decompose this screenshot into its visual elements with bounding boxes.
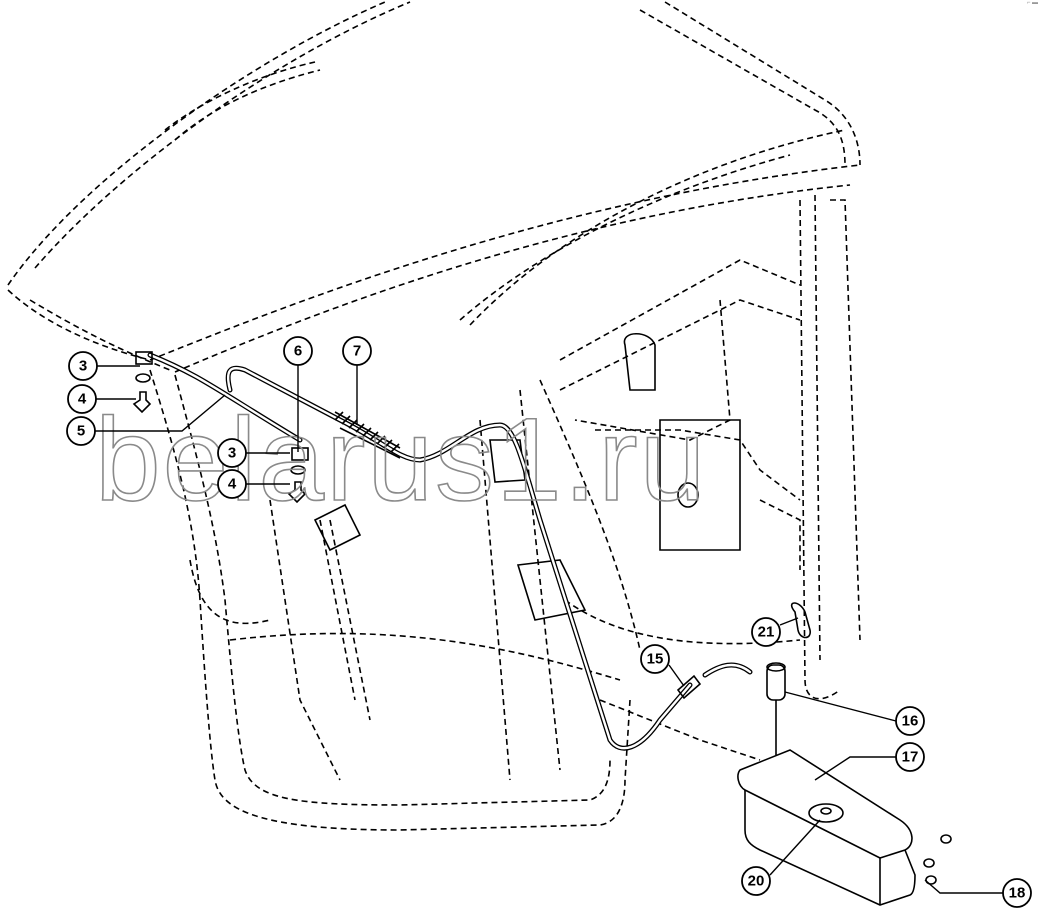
callout-15[interactable]: 15: [640, 644, 670, 674]
leader-lines: [95, 365, 1003, 894]
svg-text:4: 4: [228, 476, 237, 493]
svg-text:6: 6: [294, 343, 302, 360]
callout-3-second[interactable]: 3: [217, 438, 247, 468]
svg-text:4: 4: [78, 391, 87, 408]
nozzle-left: [132, 351, 153, 414]
callout-5[interactable]: 5: [66, 416, 96, 446]
check-valve: [676, 674, 702, 700]
watermark: belarus1.ru: [95, 394, 707, 526]
callout-7[interactable]: 7: [342, 336, 372, 366]
hose-clamp: [790, 602, 811, 639]
nozzle-right: [287, 447, 309, 504]
svg-text:18: 18: [1009, 885, 1026, 902]
svg-text:3: 3: [79, 358, 87, 375]
cab-interior-parts: [313, 332, 741, 621]
cab-outline: [7, 1, 861, 831]
svg-text:17: 17: [902, 749, 919, 766]
hose-spring: [334, 411, 401, 459]
svg-text:16: 16: [902, 713, 919, 730]
svg-text:3: 3: [228, 445, 236, 462]
callout-4-second[interactable]: 4: [217, 469, 247, 499]
svg-text:5: 5: [77, 423, 85, 440]
svg-text:15: 15: [647, 651, 664, 668]
washer-tank: [737, 662, 952, 906]
callout-18[interactable]: 18: [1002, 878, 1032, 908]
svg-text:20: 20: [748, 873, 765, 890]
corner-mark: ⌐ ▬: [1026, 0, 1038, 6]
callout-4[interactable]: 4: [67, 384, 97, 414]
washer-hose: [132, 351, 811, 751]
callout-16[interactable]: 16: [895, 706, 925, 736]
callout-21[interactable]: 21: [751, 617, 781, 647]
svg-text:7: 7: [353, 343, 361, 360]
callout-3[interactable]: 3: [68, 351, 98, 381]
callout-17[interactable]: 17: [895, 742, 925, 772]
svg-text:21: 21: [758, 624, 775, 641]
callout-6[interactable]: 6: [283, 336, 313, 366]
callout-20[interactable]: 20: [741, 866, 771, 896]
